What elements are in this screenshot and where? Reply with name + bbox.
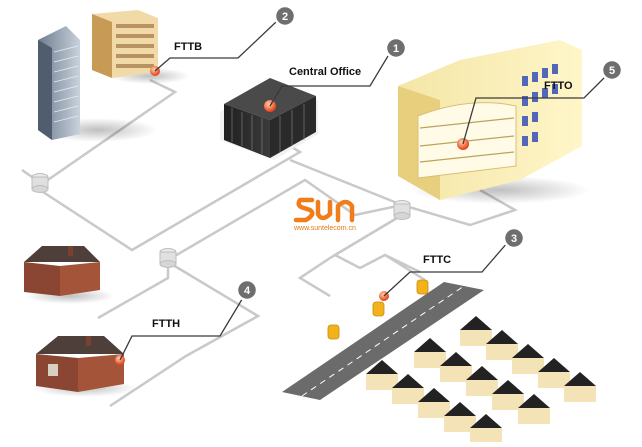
residential-houses [366, 316, 596, 442]
brand-url: www.suntelecom.cn [294, 225, 356, 232]
ftto-office-building [398, 40, 590, 204]
marker-4: 4 [235, 278, 259, 302]
house-ftth [33, 336, 137, 397]
marker-3: 3 [502, 226, 526, 250]
central-office-building [220, 78, 318, 160]
marker-1: 1 [384, 36, 408, 60]
svg-text:1: 1 [393, 43, 399, 55]
marker-2: 2 [273, 4, 297, 28]
fttb-building [92, 10, 190, 84]
splitter-node-c [393, 200, 411, 220]
label-fttb: FTTB [174, 41, 203, 53]
svg-text:5: 5 [609, 65, 615, 77]
street-cabinets [327, 279, 429, 340]
label-central-office: Central Office [289, 66, 362, 78]
sun-logo [293, 197, 355, 223]
svg-text:4: 4 [244, 285, 251, 297]
splitter-node-a [31, 173, 49, 193]
splitter-node-b [159, 248, 177, 268]
callout-leaders [119, 21, 607, 361]
high-rise-tower [38, 26, 158, 142]
house-upper [24, 246, 115, 304]
label-ftth: FTTH [152, 318, 181, 330]
label-fttc: FTTC [423, 254, 452, 266]
svg-text:3: 3 [511, 233, 517, 245]
label-ftto: FTTO [544, 80, 573, 92]
road [282, 282, 484, 400]
marker-5: 5 [600, 58, 624, 82]
svg-text:2: 2 [282, 11, 288, 23]
